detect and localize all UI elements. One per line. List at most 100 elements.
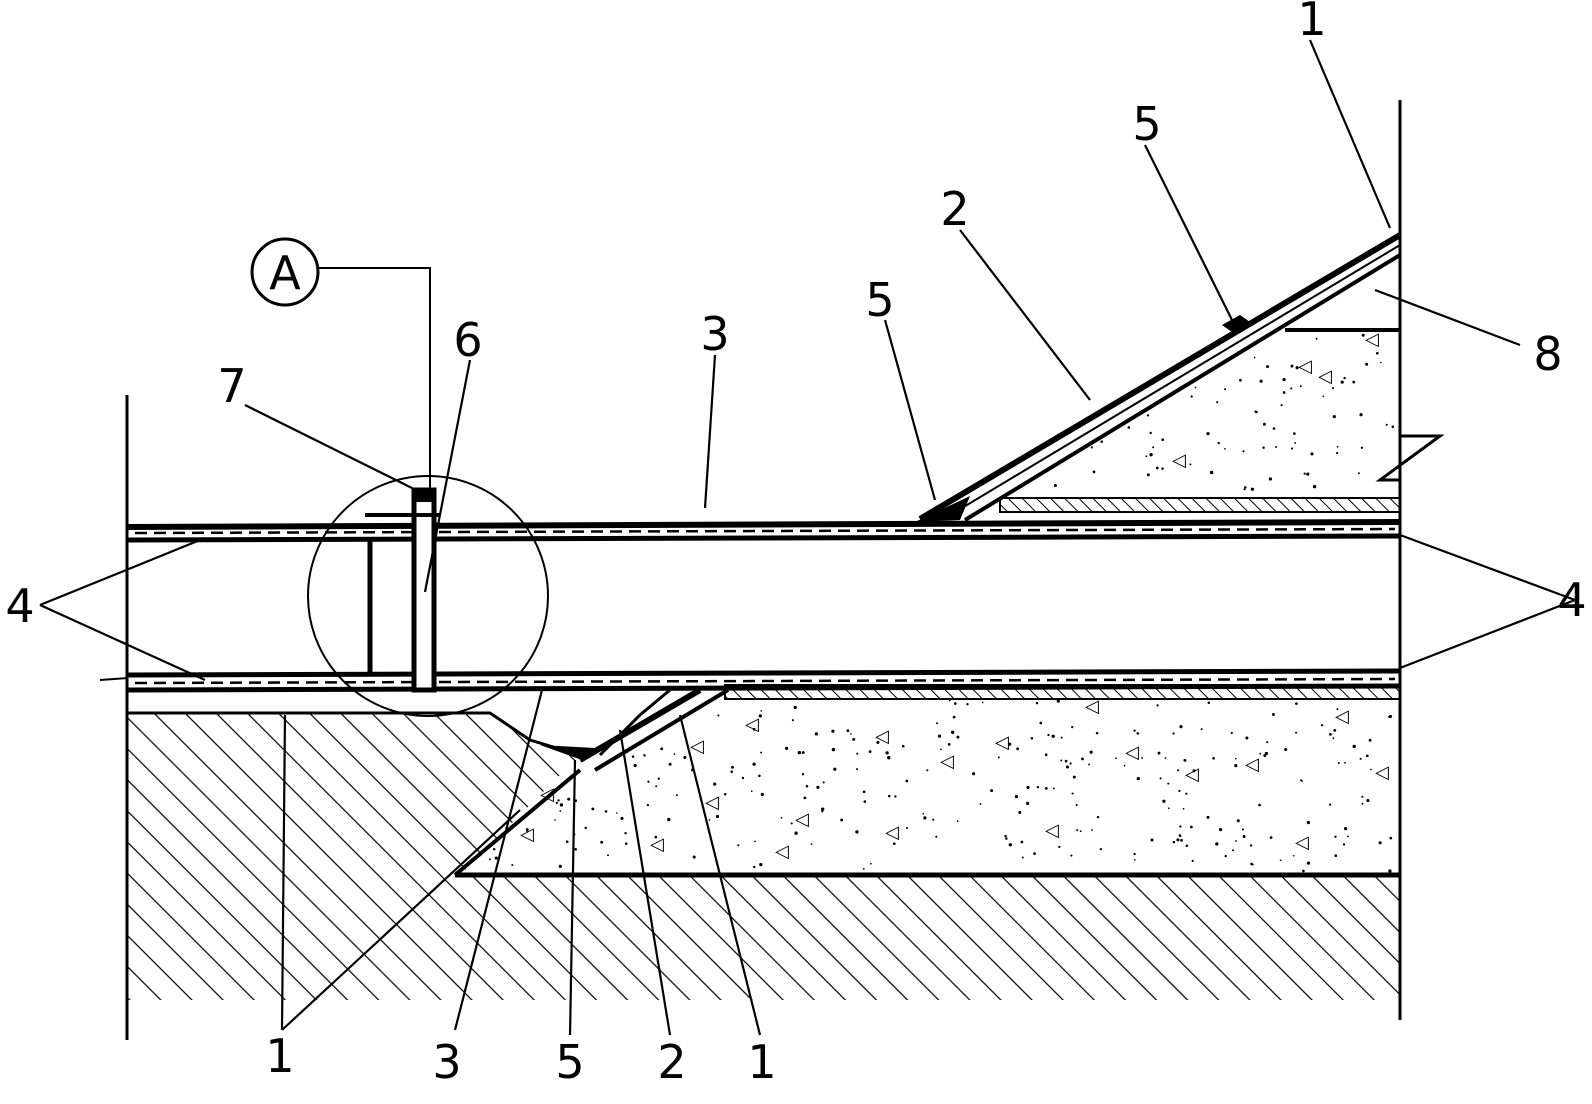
concrete-stipple-dot bbox=[888, 794, 891, 798]
concrete-stipple-dot bbox=[1365, 362, 1369, 366]
aggregate-mark: ◁ bbox=[1045, 820, 1059, 841]
aggregate-mark: ◁ bbox=[1335, 706, 1349, 727]
concrete-stipple-dot bbox=[1206, 431, 1210, 436]
concrete-stipple-dot bbox=[1044, 786, 1048, 790]
concrete-stipple-dot bbox=[1242, 835, 1246, 838]
concrete-stipple-dot bbox=[1379, 361, 1382, 364]
concrete-stipple-dot bbox=[558, 864, 562, 869]
concrete-stipple-dot bbox=[1036, 786, 1040, 789]
concrete-stipple-dot bbox=[1378, 841, 1382, 845]
concrete-stipple-dot bbox=[1123, 764, 1126, 767]
concrete-stipple-dot bbox=[1164, 757, 1167, 759]
concrete-stipple-dot bbox=[868, 750, 872, 753]
label-top-6: 6 bbox=[453, 313, 482, 367]
concrete-stipple-dot bbox=[1099, 847, 1103, 851]
aggregate-mark: ◁ bbox=[1172, 450, 1186, 471]
concrete-stipple-dot bbox=[803, 796, 807, 800]
concrete-stipple-dot bbox=[810, 843, 813, 845]
concrete-stipple-dot bbox=[1299, 385, 1302, 388]
concrete-stipple-dot bbox=[1336, 445, 1339, 448]
concrete-stipple-dot bbox=[862, 868, 865, 870]
concrete-stipple-dot bbox=[1366, 798, 1370, 803]
concrete-stipple-dot bbox=[1268, 477, 1273, 481]
concrete-stipple-dot bbox=[1365, 754, 1369, 758]
concrete-stipple-dot bbox=[1329, 733, 1332, 736]
concrete-stipple-dot bbox=[1071, 792, 1074, 795]
concrete-stipple-dot bbox=[1244, 486, 1247, 489]
concrete-stipple-dot bbox=[1269, 836, 1273, 839]
aggregate-mark: ◁ bbox=[705, 792, 719, 813]
concrete-stipple-dot bbox=[1162, 799, 1166, 803]
concrete-stipple-dot bbox=[1388, 715, 1391, 718]
label-bottom-1a: 1 bbox=[265, 1029, 294, 1083]
concrete-stipple-dot bbox=[758, 774, 761, 778]
concrete-stipple-dot bbox=[1242, 450, 1245, 453]
concrete-stipple-dot bbox=[741, 776, 745, 780]
concrete-stipple-dot bbox=[885, 751, 889, 755]
concrete-stipple-dot bbox=[730, 770, 733, 773]
concrete-stipple-dot bbox=[1212, 756, 1215, 760]
concrete-stipple-dot bbox=[494, 856, 498, 860]
concrete-stipple-dot bbox=[1310, 452, 1314, 456]
concrete-stipple-dot bbox=[1302, 869, 1305, 873]
concrete-stipple-dot bbox=[657, 777, 660, 780]
concrete-stipple-dot bbox=[801, 751, 805, 754]
concrete-stipple-dot bbox=[1179, 724, 1183, 729]
concrete-stipple-dot bbox=[673, 753, 676, 755]
concrete-stipple-dot bbox=[655, 785, 658, 788]
concrete-stipple-dot bbox=[952, 715, 956, 719]
concrete-stipple-dot bbox=[831, 747, 836, 752]
concrete-stipple-dot bbox=[981, 701, 984, 704]
concrete-stipple-dot bbox=[1089, 750, 1093, 754]
concrete-stipple-dot bbox=[668, 762, 672, 766]
concrete-stipple-dot bbox=[1295, 366, 1299, 370]
concrete-stipple-dot bbox=[1172, 732, 1175, 735]
concrete-stipple-dot bbox=[1060, 736, 1063, 739]
concrete-stipple-dot bbox=[1141, 757, 1143, 759]
concrete-stipple-dot bbox=[1224, 448, 1226, 450]
concrete-stipple-dot bbox=[894, 795, 897, 798]
concrete-stipple-dot bbox=[555, 801, 558, 805]
concrete-stipple-dot bbox=[1075, 803, 1078, 806]
concrete-stipple-dot bbox=[1344, 761, 1346, 764]
concrete-stipple-dot bbox=[750, 790, 753, 793]
concrete-stipple-dot bbox=[1337, 761, 1340, 765]
concrete-stipple-dot bbox=[1180, 839, 1183, 842]
aggregate-mark: ◁ bbox=[875, 726, 889, 747]
concrete-stipple-dot bbox=[1232, 849, 1234, 852]
concrete-stipple-dot bbox=[1150, 838, 1154, 842]
concrete-stipple-dot bbox=[1020, 840, 1024, 844]
concrete-stipple-dot bbox=[1146, 473, 1150, 477]
concrete-stipple-dot bbox=[1360, 446, 1364, 449]
concrete-stipple-dot bbox=[1245, 736, 1249, 740]
callout-a: A bbox=[250, 237, 549, 717]
concrete-stipple-dot bbox=[840, 818, 844, 822]
concrete-stipple-dot bbox=[1200, 728, 1203, 731]
concrete-stipple-dot bbox=[932, 818, 935, 821]
aggregate-mark: ◁ bbox=[795, 809, 809, 830]
number-labels: 1 5 2 5 3 6 7 8 4 4 1 3 5 2 1 bbox=[5, 0, 1586, 1089]
concrete-stipple-dot bbox=[1389, 836, 1393, 840]
concrete-stipple-dot bbox=[1385, 423, 1388, 426]
concrete-stipple-dot bbox=[591, 807, 595, 811]
concrete-stipple-dot bbox=[846, 729, 850, 733]
concrete-stipple-dot bbox=[790, 822, 793, 825]
concrete-stipple-dot bbox=[1088, 763, 1090, 766]
concrete-stipple-dot bbox=[1044, 753, 1048, 757]
concrete-stipple-dot bbox=[1251, 863, 1254, 866]
concrete-stipple-dot bbox=[1018, 811, 1022, 814]
concrete-stipple-dot bbox=[1216, 401, 1219, 404]
aggregate-mark: ◁ bbox=[1085, 696, 1099, 717]
concrete-stipple-dot bbox=[1161, 467, 1164, 470]
concrete-stipple-dot bbox=[1280, 404, 1283, 407]
concrete-stipple-dot bbox=[643, 754, 646, 757]
concrete-stipple-dot bbox=[1259, 752, 1262, 755]
lower-inclined-membrane bbox=[453, 687, 730, 877]
aggregate-mark: ◁ bbox=[1365, 329, 1379, 350]
concrete-stipple-dot bbox=[1263, 754, 1267, 757]
concrete-stipple-dot bbox=[1368, 738, 1372, 742]
concrete-stipple-dot bbox=[752, 727, 756, 731]
concrete-stipple-dot bbox=[1295, 702, 1298, 705]
concrete-stipple-dot bbox=[1234, 757, 1237, 760]
